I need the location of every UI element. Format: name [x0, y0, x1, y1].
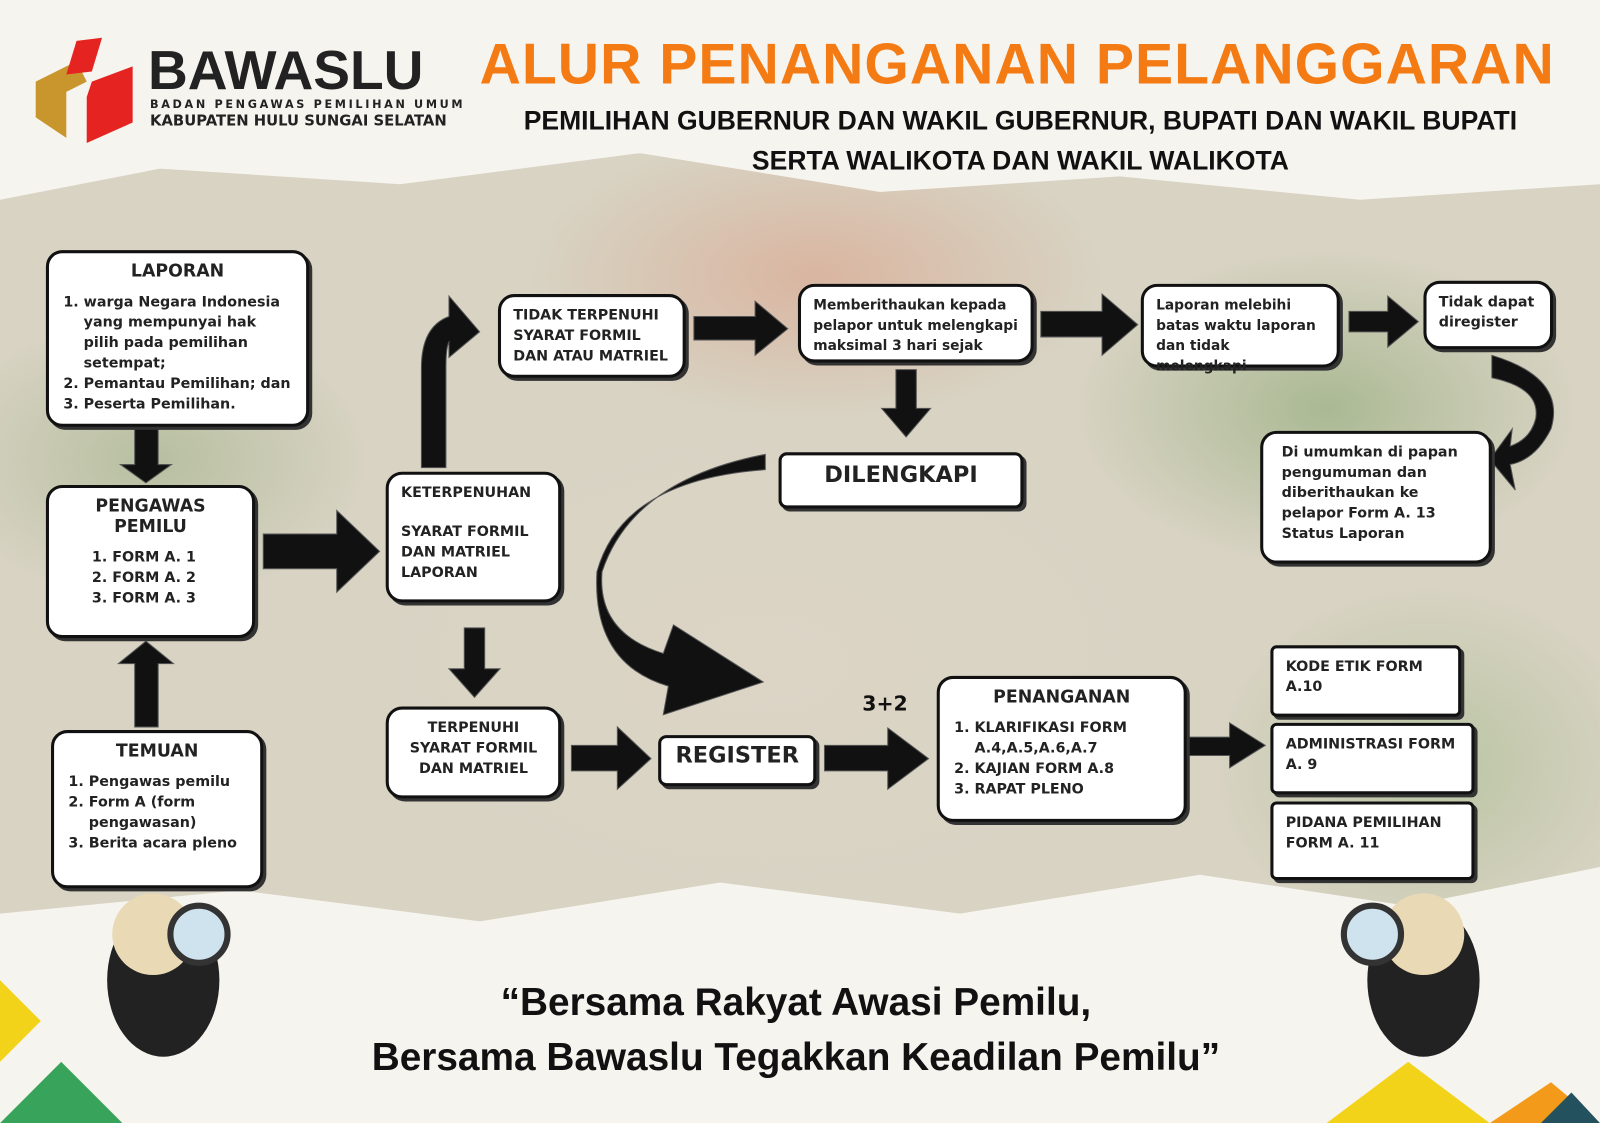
node-title: TEMUAN: [115, 741, 199, 762]
node-title: KETERPENUHAN: [401, 484, 532, 502]
node-title: PENGAWAS PEMILU: [95, 496, 206, 538]
mascot-right-icon: [1326, 893, 1600, 1123]
node-terpenuhi: TERPENUHI SYARAT FORMIL DAN MATRIEL: [385, 706, 562, 799]
node-tidak-terpenuhi: TIDAK TERPENUHI SYARAT FORMIL DAN ATAU M…: [497, 294, 686, 378]
list-item: KAJIAN FORM A.8: [974, 759, 1171, 779]
node-memberithaukan: Memberithaukan kepada pelapor untuk mele…: [797, 283, 1034, 363]
slogan-line-1: “Bersama Rakyat Awasi Pemilu,: [500, 981, 1092, 1025]
arrow-keterpenuhan-to-terpenuhi: [447, 627, 502, 699]
node-diumumkan: Di umumkan di papan pengumuman dan diber…: [1260, 430, 1492, 564]
slogan: “Bersama Rakyat Awasi Pemilu, Bersama Ba…: [306, 975, 1286, 1085]
arrow-memberithaukan-to-dilengkapi: [880, 369, 932, 438]
list-item: FORM A. 3: [112, 588, 240, 608]
bawaslu-logo-icon: [35, 37, 133, 143]
arrow-temuan-to-pengawas: [116, 640, 175, 728]
node-kode-etik: KODE ETIK FORM A.10: [1270, 645, 1462, 717]
arrow-pengawas-to-keterpenuhan: [262, 509, 381, 594]
page-subtitle-2: SERTA WALIKOTA DAN WAKIL WALIKOTA: [751, 144, 1289, 176]
node-tidak-dapat-diregister: Tidak dapat diregister: [1423, 280, 1554, 350]
logo-text: BAWASLU: [147, 39, 424, 102]
list-item: warga Negara Indonesia yang mempunyai ha…: [84, 292, 294, 374]
list-item: Form A (form pengawasan): [89, 792, 248, 833]
node-title: PENANGANAN: [993, 687, 1131, 708]
arrow-dilengkapi-to-register: [596, 453, 766, 716]
list-item: FORM A. 1: [112, 547, 240, 567]
arrow-keterpenuhan-to-tidak-terpenuhi: [420, 294, 481, 469]
page-subtitle-1: PEMILIHAN GUBERNUR DAN WAKIL GUBERNUR, B…: [523, 105, 1518, 136]
node-text: SYARAT FORMIL DAN MATRIEL LAPORAN: [401, 523, 529, 581]
node-keterpenuhan: KETERPENUHAN SYARAT FORMIL DAN MATRIEL L…: [385, 471, 562, 603]
logo-subtitle: BADAN PENGAWAS PEMILIHAN UMUM: [149, 98, 466, 112]
mascot-left-icon: [0, 893, 231, 1123]
node-dilengkapi: DILENGKAPI: [778, 452, 1024, 509]
arrow-memberithaukan-to-melebihi: [1040, 292, 1139, 357]
node-pengawas-pemilu: PENGAWAS PEMILU FORM A. 1FORM A. 2FORM A…: [45, 484, 256, 639]
node-melebihi-batas: Laporan melebihi batas waktu laporan dan…: [1140, 283, 1340, 375]
arrow-tidak-to-memberithaukan: [693, 300, 789, 357]
node-temuan: TEMUAN Pengawas pemiluForm A (form penga…: [51, 730, 264, 889]
list-item: Berita acara pleno: [89, 833, 248, 853]
list-item: FORM A. 2: [112, 568, 240, 588]
arrow-penanganan-to-outcomes: [1188, 721, 1267, 769]
arrow-melebihi-to-tidak-dapat: [1348, 295, 1420, 349]
logo-region: KABUPATEN HULU SUNGAI SELATAN: [149, 113, 447, 130]
arrow-tidak-dapat-to-diumumkan: [1489, 354, 1555, 491]
page-title: ALUR PENANGANAN PELANGGARAN: [479, 31, 1555, 96]
arrow-register-to-penanganan: [823, 726, 930, 791]
node-register: REGISTER: [658, 735, 817, 787]
list-item: RAPAT PLENO: [974, 779, 1171, 799]
arrow-terpenuhi-to-register: [570, 725, 652, 791]
node-administrasi: ADMINISTRASI FORM A. 9: [1270, 722, 1475, 795]
node-laporan: LAPORAN warga Negara Indonesia yang memp…: [45, 250, 310, 427]
node-penanganan: PENANGANAN KLARIFIKASI FORM A.4,A.5,A.6,…: [936, 675, 1187, 822]
duration-label: 3+2: [862, 691, 908, 716]
list-item: Pengawas pemilu: [89, 772, 248, 792]
arrow-laporan-to-pengawas: [118, 428, 174, 484]
slogan-line-2: Bersama Bawaslu Tegakkan Keadilan Pemilu…: [371, 1036, 1221, 1080]
list-item: KLARIFIKASI FORM A.4,A.5,A.6,A.7: [974, 718, 1171, 759]
list-item: Pemantau Pemilihan; dan: [84, 374, 294, 394]
node-pidana: PIDANA PEMILIHAN FORM A. 11: [1270, 801, 1475, 881]
node-title: LAPORAN: [130, 261, 225, 282]
list-item: Peserta Pemilihan.: [84, 394, 294, 414]
